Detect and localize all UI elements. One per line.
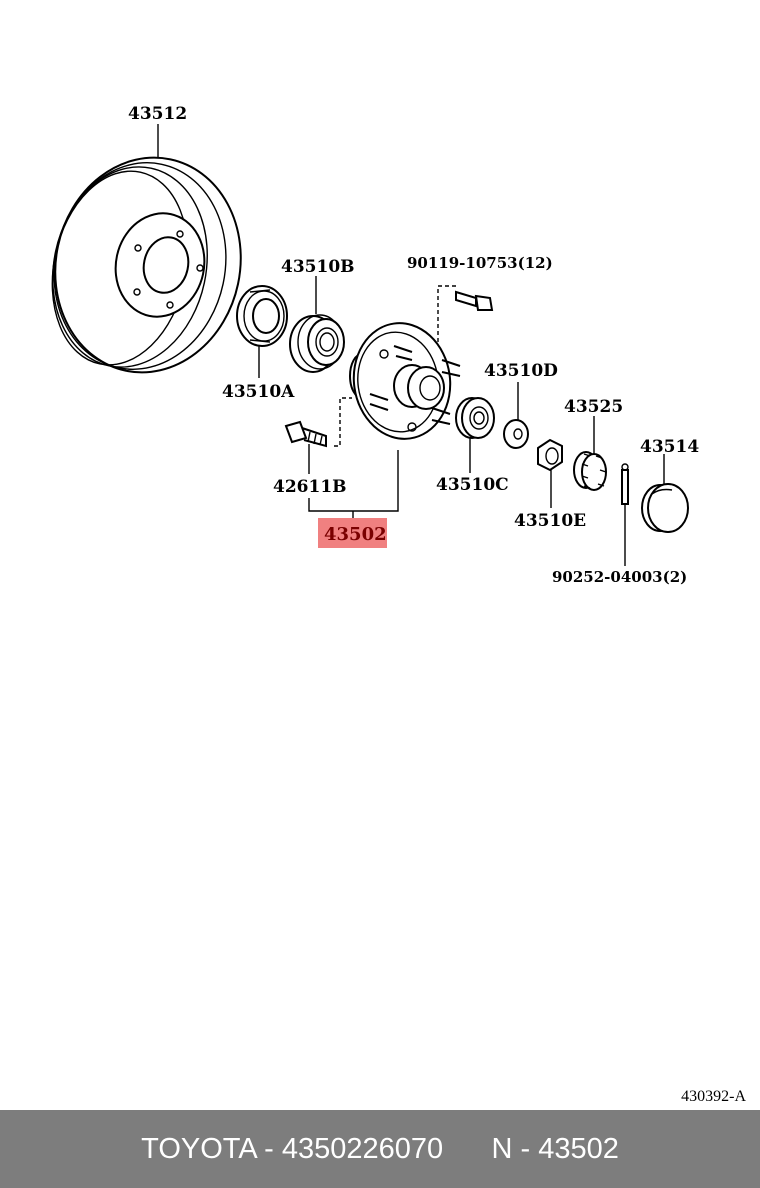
- grease-cap: [641, 483, 689, 533]
- label-90252-04003[interactable]: 90252-04003(2): [552, 568, 687, 586]
- hub-nut: [537, 438, 563, 472]
- footer-part-info: TOYOTA - 4350226070 N - 43502: [141, 1132, 619, 1165]
- label-43510A[interactable]: 43510A: [222, 382, 295, 402]
- label-43510B[interactable]: 43510B: [281, 257, 355, 277]
- diagram-reference-code: 430392-A: [681, 1088, 746, 1105]
- inner-bearing: [455, 397, 495, 439]
- label-43502[interactable]: 43502: [324, 524, 387, 545]
- outer-bearing: [289, 314, 345, 373]
- cotter-pin: [621, 463, 629, 505]
- lock-nut-cap: [573, 451, 607, 491]
- label-43525[interactable]: 43525: [564, 397, 623, 417]
- label-43512[interactable]: 43512: [128, 104, 187, 124]
- footer-bar: TOYOTA - 4350226070 N - 43502: [0, 1110, 760, 1188]
- brake-disc-rotor: [51, 156, 242, 374]
- oil-seal: [236, 285, 288, 347]
- label-43514[interactable]: 43514: [640, 437, 699, 457]
- label-43510D[interactable]: 43510D: [484, 361, 558, 381]
- hub-bolt-42611B: [284, 420, 327, 448]
- label-90119-10753[interactable]: 90119-10753(12): [407, 254, 553, 272]
- axle-hub: [349, 322, 461, 440]
- exploded-parts-diagram: 43512 43510A 43510B 90119-10753(12): [51, 104, 746, 1105]
- hub-bolt: [455, 290, 494, 311]
- label-43510E[interactable]: 43510E: [514, 511, 586, 531]
- thrust-washer: [503, 419, 529, 449]
- label-42611B[interactable]: 42611B: [273, 477, 347, 497]
- highlight-43502: [318, 518, 387, 548]
- label-43510C[interactable]: 43510C: [436, 475, 509, 495]
